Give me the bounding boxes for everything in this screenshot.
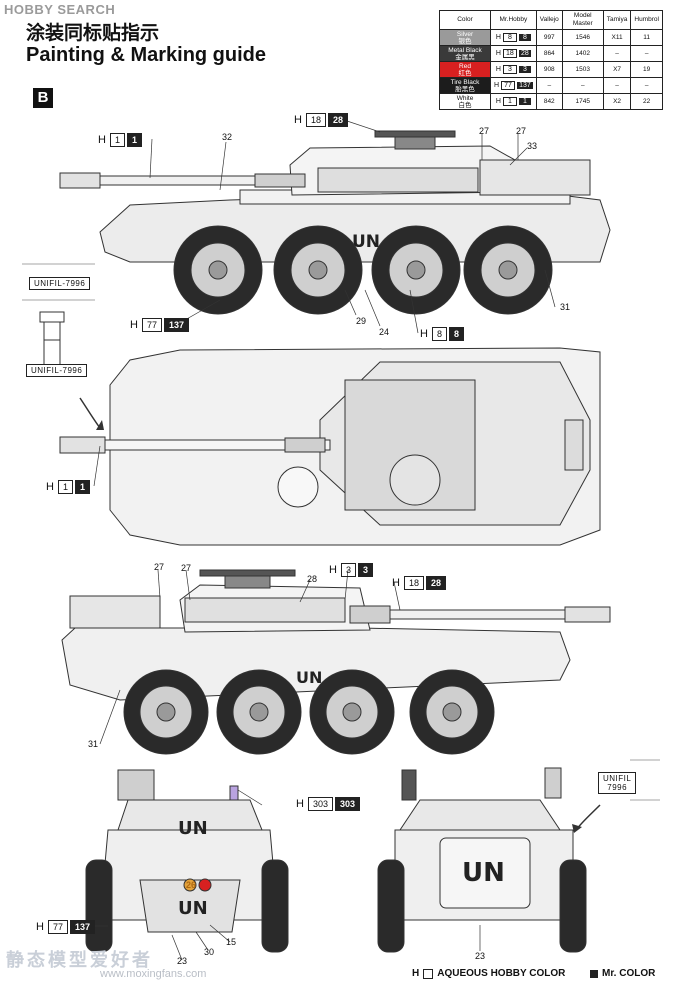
front-view <box>85 769 289 953</box>
un-marking: UN <box>178 818 208 839</box>
road-wheel <box>309 669 395 755</box>
callout-number: 30 <box>204 947 215 957</box>
callout-number: 27 <box>181 563 192 573</box>
callout-number: 27 <box>516 126 527 136</box>
stand-icon <box>39 311 65 365</box>
top-view <box>59 347 601 546</box>
rear-view <box>377 767 587 953</box>
callout-number: 28 <box>307 574 318 584</box>
legend-mr-color: Mr. COLOR <box>590 968 655 979</box>
road-wheel <box>216 669 302 755</box>
model-master-code: 1546 <box>561 29 604 46</box>
outline-square-icon <box>423 968 434 979</box>
page-title: Painting & Marking guide <box>26 44 267 66</box>
callout-number: 32 <box>222 132 233 142</box>
callout-number: 27 <box>154 562 165 572</box>
side-view-left <box>59 130 611 315</box>
road-wheel <box>463 225 553 315</box>
callout-number: 24 <box>379 327 390 337</box>
model-master-code: 1745 <box>561 93 604 110</box>
road-wheel <box>123 669 209 755</box>
un-marking: UN <box>462 858 505 888</box>
humbrol-code: – <box>630 77 663 94</box>
humbrol-code: 22 <box>630 93 663 110</box>
legend-aqueous: H AQUEOUS HOBBY COLOR <box>412 968 566 979</box>
callout-number: 23 <box>475 951 486 961</box>
watermark-logo: HOBBY SEARCH <box>4 2 116 17</box>
callout-number: 27 <box>479 126 490 136</box>
road-wheel <box>173 225 263 315</box>
callout-number: 31 <box>560 302 571 312</box>
road-wheel <box>273 225 363 315</box>
callout-number: 15 <box>226 937 237 947</box>
page-title-chinese: 涂装同标贴指示 <box>26 22 160 44</box>
un-marking: UN <box>296 668 323 687</box>
filled-square-icon <box>590 969 598 978</box>
license-plate-decal: UNIFIL-7996 <box>29 277 91 290</box>
bottom-watermark-url: www.moxingfans.com <box>100 968 207 980</box>
color-reference-table: Color Mr.Hobby Vallejo Model Master Tami… <box>439 10 663 110</box>
section-badge: B <box>33 88 53 108</box>
road-wheel <box>371 225 461 315</box>
tamiya-code: X2 <box>602 93 632 110</box>
un-marking: UN <box>178 898 208 919</box>
callout-number: 26 <box>186 880 197 890</box>
bottom-watermark: 静态模型爱好者 <box>6 950 153 970</box>
side-view-right <box>61 569 611 755</box>
vallejo-code: 908 <box>535 61 563 78</box>
road-wheel <box>409 669 495 755</box>
un-marking: UN <box>352 232 381 252</box>
col-header: Model Master <box>561 10 604 30</box>
callout-number: 33 <box>527 141 538 151</box>
callout-number: 29 <box>356 316 367 326</box>
callout-number: 23 <box>177 956 188 966</box>
license-plate-decal: UNIFIL-7996 <box>26 364 88 377</box>
vallejo-code: 842 <box>535 93 563 110</box>
callout-number: 31 <box>88 739 99 749</box>
